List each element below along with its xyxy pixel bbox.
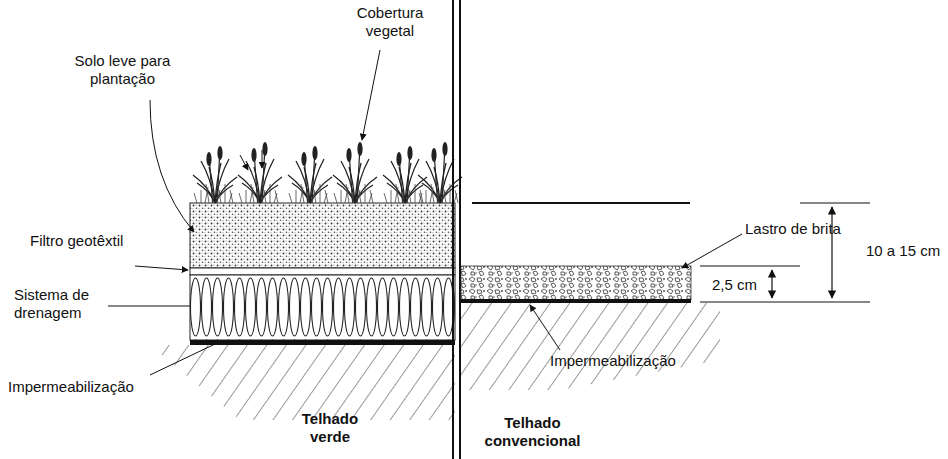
leader-line: [682, 234, 742, 268]
dimension-tick: [700, 266, 800, 267]
part-label: Cobertura vegetal: [350, 4, 430, 40]
part-label: Solo leve para plantação: [60, 52, 185, 88]
soil-layer: [190, 203, 455, 268]
waterproofing-layer: [461, 299, 691, 303]
part-label: Impermeabilização: [8, 378, 158, 396]
reference-line: [472, 202, 690, 204]
geotextile-layer: [190, 268, 455, 275]
part-label: Filtro geotêxtil: [30, 232, 140, 250]
part-label: Impermeabilização: [550, 352, 710, 370]
leader-line: [362, 50, 380, 140]
dimension-tick: [700, 302, 870, 303]
divider-line: [452, 0, 454, 459]
leader-line: [108, 306, 190, 307]
leader-line: [262, 150, 263, 168]
leader-line: [240, 155, 248, 170]
vegetation: [193, 142, 462, 203]
dimension-tick: [800, 203, 870, 204]
slab-hatch: [150, 345, 455, 420]
part-label: Sistema de drenagem: [14, 286, 110, 322]
dimension-arrow: [771, 270, 772, 298]
drainage-layer: [190, 275, 455, 340]
gravel-layer: [461, 266, 691, 300]
leader-line: [530, 305, 560, 350]
waterproofing-layer: [190, 340, 455, 345]
part-label: 10 a 15 cm: [866, 242, 944, 260]
slab-hatch: [460, 303, 720, 390]
leader-line: [150, 344, 215, 375]
roof-type-title: Telhado verde: [290, 410, 370, 446]
leader-line: [135, 266, 188, 270]
divider-line: [459, 0, 461, 459]
part-label: Lastro de brita: [745, 220, 865, 238]
leader-line: [150, 100, 194, 232]
part-label: 2,5 cm: [712, 276, 768, 294]
roof-type-title: Telhado convencional: [460, 414, 605, 450]
